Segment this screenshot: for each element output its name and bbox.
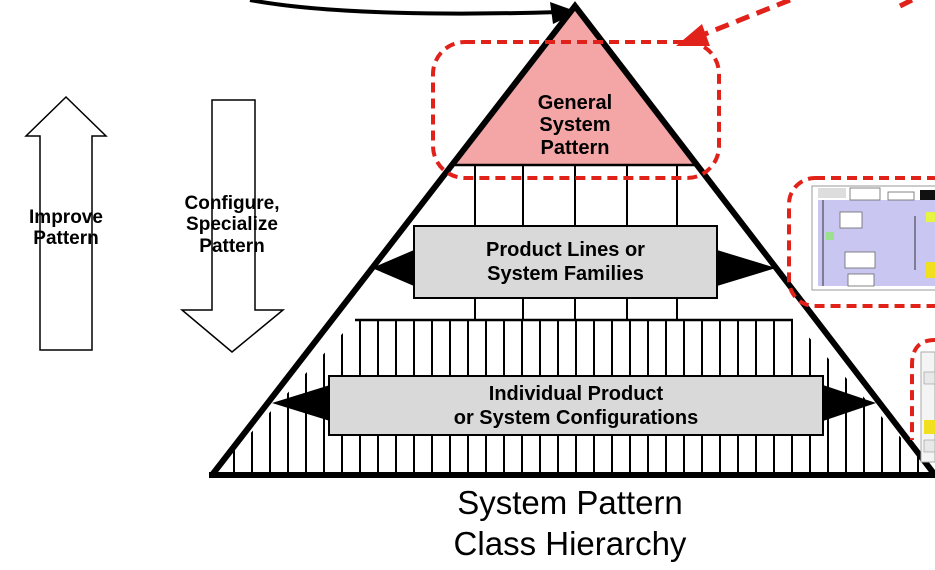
middle-double-arrow <box>372 250 414 286</box>
configuration-thumbnail <box>920 351 935 463</box>
apex-triangle <box>455 6 697 165</box>
configuration-thumbnail-frame <box>910 338 935 440</box>
incoming-arrowhead <box>550 2 578 24</box>
improve-up-arrow <box>24 95 108 351</box>
red-dashed-fragment <box>898 0 914 9</box>
red-dashed-arrow <box>694 0 791 41</box>
apex-highlight-frame <box>431 40 721 180</box>
product-line-thumbnail-frame <box>787 176 935 308</box>
pyramid-outline <box>209 1 935 477</box>
individual-configurations-box: Individual Product or System Configurati… <box>328 375 824 436</box>
caption-line-2: Class Hierarchy <box>453 525 687 562</box>
apex-label: General System Pattern <box>537 92 613 159</box>
red-dashed-arrowhead <box>676 24 710 46</box>
configure-down-arrow <box>179 99 286 353</box>
bottom-double-arrow-right <box>823 385 876 421</box>
improve-pattern-label: Improve Pattern <box>29 207 103 250</box>
configure-specialize-label: Configure, Specialize Pattern <box>184 193 280 257</box>
caption-line-1: System Pattern <box>457 484 683 521</box>
bottom-double-arrow <box>272 385 330 421</box>
product-lines-box: Product Lines or System Families <box>413 225 718 299</box>
product-line-thumbnail <box>811 185 935 291</box>
incoming-arrow <box>249 0 561 16</box>
middle-double-arrow-right <box>717 250 776 286</box>
